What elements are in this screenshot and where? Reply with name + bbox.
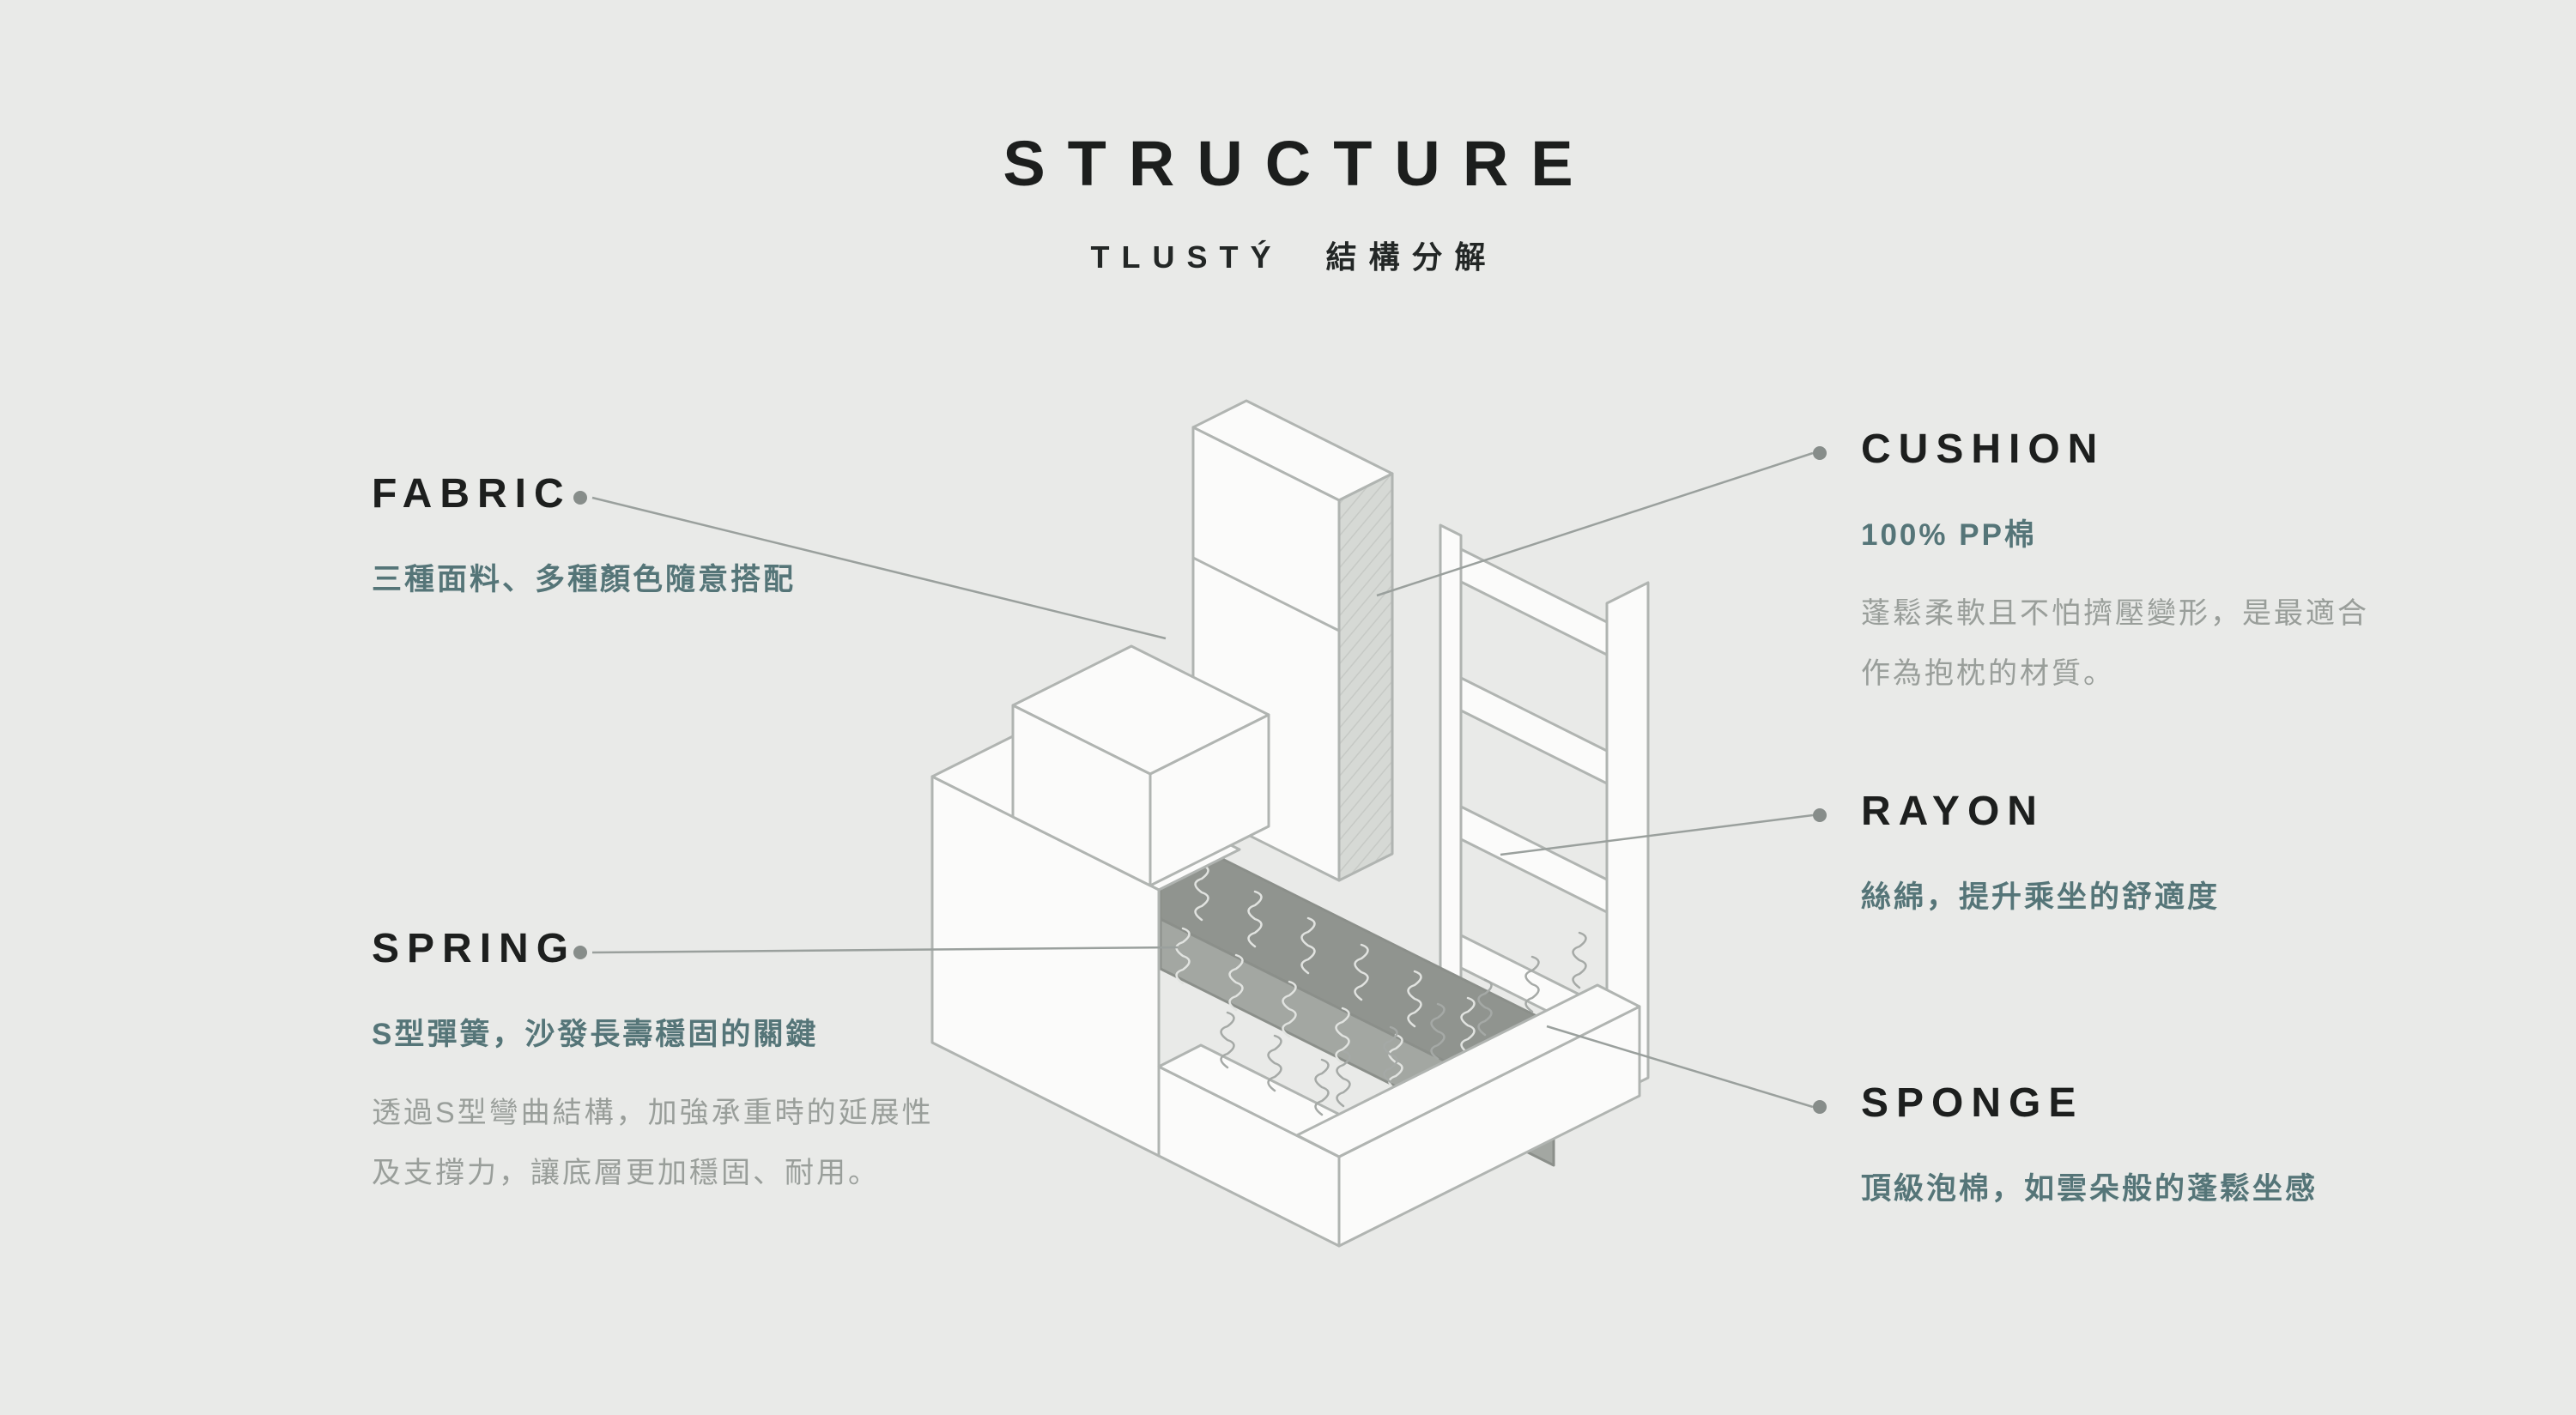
connector-dot-sponge bbox=[1813, 1100, 1827, 1114]
callout-cushion-body: 蓬鬆柔軟且不怕擠壓變形，是最適合 作為抱枕的材質。 bbox=[1861, 584, 2369, 704]
callout-spring-body: 透過S型彎曲結構，加強承重時的延展性 及支撐力，讓底層更加穩固、耐用。 bbox=[372, 1083, 934, 1203]
sofa-right-frame-board bbox=[1605, 581, 1650, 1100]
connector-line-sponge bbox=[1546, 1025, 1827, 1114]
sofa-front-rail bbox=[1157, 983, 1641, 1248]
callout-rayon-lead: 絲綿，提升乘坐的舒適度 bbox=[1861, 880, 2221, 914]
page-title: STRUCTURE bbox=[1003, 128, 1596, 199]
connector-dot-cushion bbox=[1813, 446, 1827, 460]
page-subtitle: TLUSTÝ 結構分解 bbox=[1090, 239, 1498, 275]
sofa-frame-slats bbox=[1439, 523, 1609, 1043]
connector-line-fabric bbox=[573, 491, 1167, 640]
callout-spring-title: SPRING bbox=[372, 926, 577, 971]
callout-sponge-title: SPONGE bbox=[1861, 1080, 2084, 1126]
callout-spring-body-line: 透過S型彎曲結構，加強承重時的延展性 bbox=[372, 1097, 934, 1129]
callout-fabric-lead: 三種面料、多種顏色隨意搭配 bbox=[372, 563, 797, 596]
callout-cushion-lead: 100% PP棉 bbox=[1861, 518, 2037, 552]
connector-dot-fabric bbox=[573, 491, 587, 505]
connector-dot-spring bbox=[573, 946, 587, 959]
callout-fabric-title: FABRIC bbox=[372, 471, 572, 517]
connector-line-cushion bbox=[1376, 446, 1827, 597]
callout-rayon: RAYON 絲綿，提升乘坐的舒適度 bbox=[1861, 791, 2220, 915]
callout-fabric: FABRIC 三種面料、多種顏色隨意搭配 bbox=[372, 474, 796, 597]
callout-spring-lead: S型彈簧，沙發長壽穩固的關鍵 bbox=[372, 1018, 819, 1051]
callout-spring: SPRING S型彈簧，沙發長壽穩固的關鍵 透過S型彎曲結構，加強承重時的延展性… bbox=[372, 928, 934, 1203]
callout-cushion-body-line: 作為抱枕的材質。 bbox=[1861, 657, 2115, 690]
callout-cushion-title: CUSHION bbox=[1861, 426, 2106, 472]
callout-sponge: SPONGE 頂級泡棉，如雲朵般的蓬鬆坐感 bbox=[1861, 1083, 2318, 1206]
header: STRUCTURE TLUSTÝ 結構分解 bbox=[0, 127, 2576, 277]
connector-line-rayon bbox=[1500, 808, 1827, 856]
callout-sponge-lead: 頂級泡棉，如雲朵般的蓬鬆坐感 bbox=[1861, 1172, 2318, 1206]
callout-cushion: CUSHION 100% PP棉 蓬鬆柔軟且不怕擠壓變形，是最適合 作為抱枕的材… bbox=[1861, 429, 2369, 704]
callout-rayon-title: RAYON bbox=[1861, 789, 2045, 834]
callout-spring-body-line: 及支撐力，讓底層更加穩固、耐用。 bbox=[372, 1157, 880, 1189]
connector-line-spring bbox=[573, 946, 1179, 959]
sofa-armrest-cushion bbox=[1011, 644, 1270, 887]
connector-dot-rayon bbox=[1813, 808, 1827, 822]
callout-cushion-body-line: 蓬鬆柔軟且不怕擠壓變形，是最適合 bbox=[1861, 597, 2369, 630]
